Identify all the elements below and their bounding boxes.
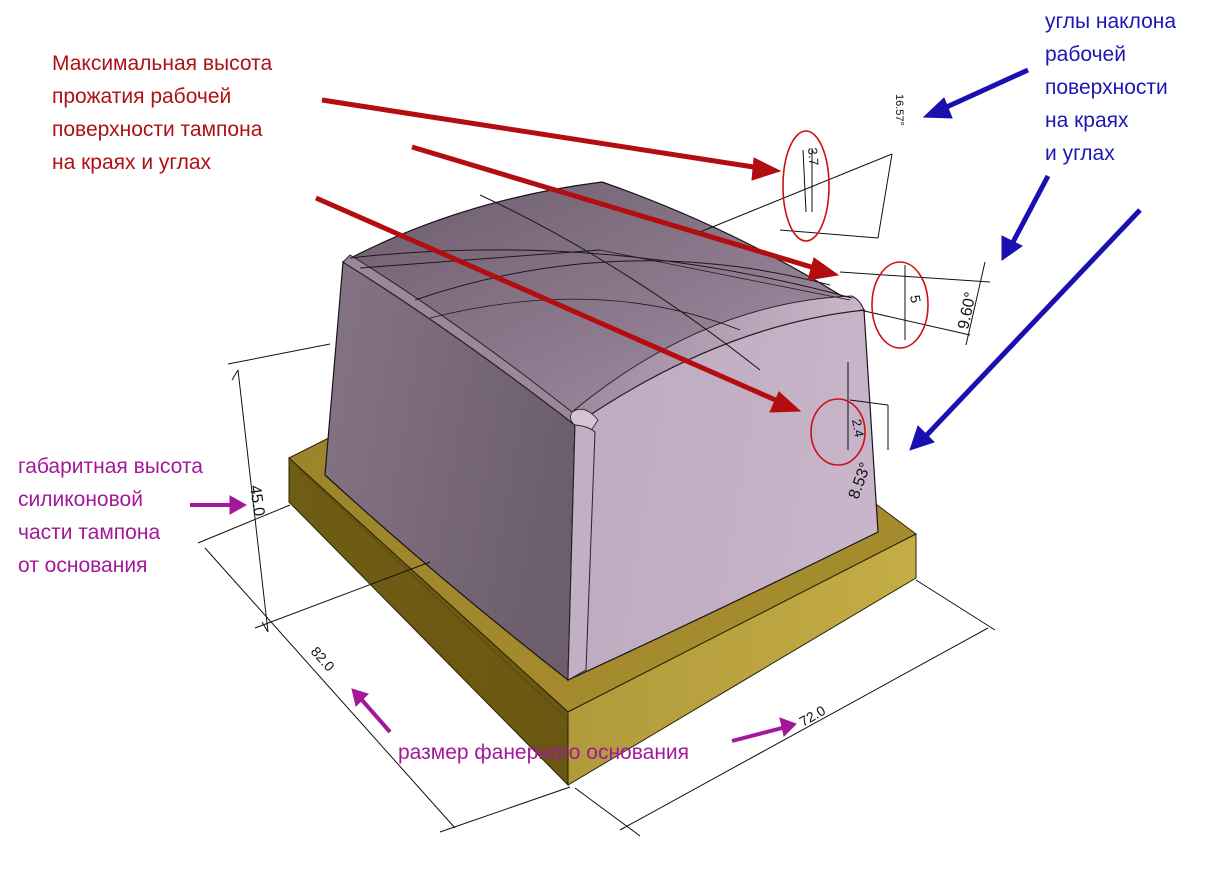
circle-edge-top [871,261,929,349]
overall-height-line: части тампона [18,521,161,544]
dim-press-corner: 3.7 [805,147,822,166]
overall-height-label: габаритная высота силиконовой части тамп… [18,450,203,582]
base-size-label: размер фанерного основания [398,741,690,764]
max-height-line: на краях и углах [52,151,212,174]
overall-height-line: от основания [18,554,148,577]
top-diagonal-line [599,249,851,301]
press-depth-circles [782,130,929,466]
base-edge-line [299,469,569,721]
angles-line: углы наклона [1045,10,1177,33]
angles-line: рабочей [1045,43,1126,66]
angles-line: поверхности [1045,76,1168,99]
top-section-line-5 [429,298,741,331]
magenta-arrows [190,495,797,743]
dim-press-edge-top: 5 [907,294,924,305]
dim-angle-edge-top: 9.60° [955,291,979,331]
overall-height-line: габаритная высота [18,455,203,478]
pad-rounded-corner [570,408,599,433]
blue-arrows [909,67,1142,451]
pad-vertical-edge [567,424,596,681]
dim-press-edge-side: 2.4 [849,418,867,438]
circle-corner [782,130,830,242]
max-height-line: поверхности тампона [52,118,263,141]
max-height-line: Максимальная высота [52,52,273,75]
base-front-face [567,533,917,786]
dim-depth: 82.0 [308,643,338,674]
top-section-line-1 [349,249,853,299]
overall-height-line: силиконовой [18,488,143,511]
angles-label: углы наклона рабочей поверхности на края… [1045,5,1176,170]
red-arrows [314,97,840,413]
max-height-label: Максимальная высота прожатия рабочей пов… [52,47,272,179]
top-section-line-4 [414,260,831,301]
dim-height: 45.0 [246,484,267,517]
dim-width: 72.0 [797,702,829,730]
top-section-line-3 [359,249,601,269]
angles-line: и углах [1045,142,1115,165]
pad-rounded-edge-front [571,295,865,426]
angles-line: на краях [1045,109,1129,132]
top-section-line-2 [479,194,761,371]
max-height-line: прожатия рабочей [52,85,232,108]
dim-angle-corner: 16.57° [893,94,905,126]
circle-edge-side [810,398,866,466]
dimension-lines [197,148,996,837]
